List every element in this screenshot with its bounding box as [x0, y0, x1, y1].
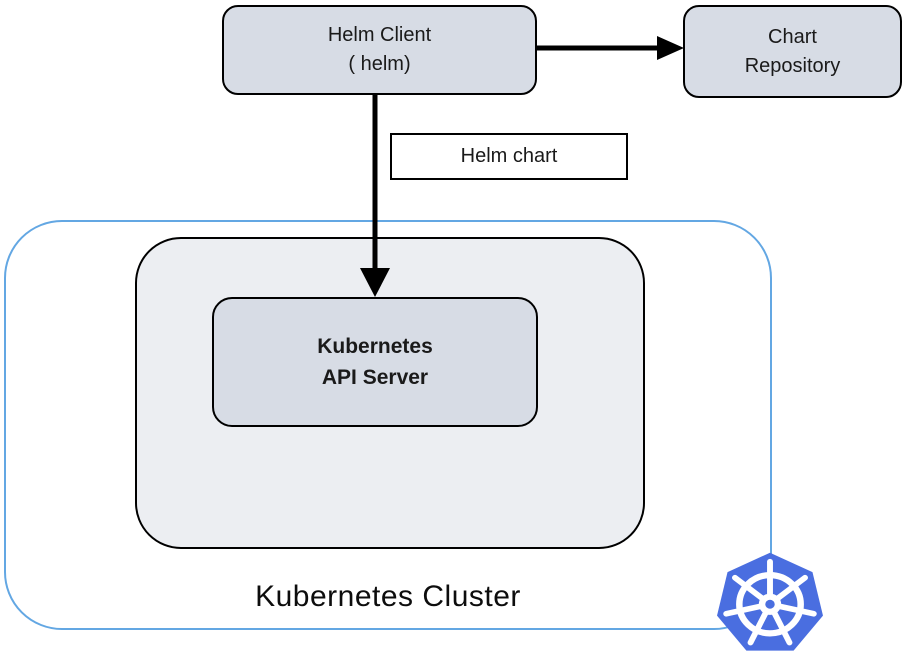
helm-chart-label: Helm chart	[390, 133, 628, 180]
kubernetes-cluster-label: Kubernetes Cluster	[255, 580, 521, 613]
helm-chart-label-text: Helm chart	[460, 145, 558, 167]
api-server-label-line2: API Server	[321, 366, 429, 389]
arrow-helm-client-to-chart-repository	[537, 36, 684, 60]
chart-repository-label-line2: Repository	[744, 54, 841, 77]
helm-client-label-line2: ( helm)	[348, 53, 411, 75]
kubernetes-logo-icon	[717, 552, 823, 651]
kubernetes-api-server-node: Kubernetes API Server	[212, 297, 538, 427]
chart-repository-label-line1: Chart	[768, 25, 817, 48]
helm-client-label-line1: Helm Client	[327, 24, 432, 46]
kubernetes-cluster-boundary	[4, 220, 772, 630]
chart-repository-node: Chart Repository	[683, 5, 902, 98]
api-server-label-line1: Kubernetes	[317, 335, 433, 358]
helm-client-node: Helm Client ( helm)	[222, 5, 537, 95]
